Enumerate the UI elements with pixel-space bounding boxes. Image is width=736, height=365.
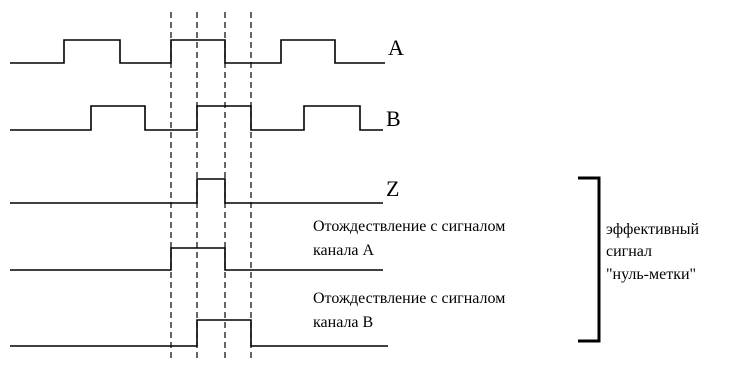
signal-a-waveform [10, 39, 385, 64]
bracket-label-line1: эффективный [606, 221, 700, 238]
signal-z-waveform [10, 178, 383, 204]
channel-b-note-line2: канала В [313, 314, 374, 331]
bracket-label-line3: "нуль-метки" [606, 266, 697, 283]
signal-b-waveform [10, 105, 383, 131]
signal-a-label: A [388, 35, 404, 60]
bracket-label-line2: сигнал [606, 243, 653, 260]
signal-z-label: Z [386, 176, 400, 201]
right-bracket [578, 176, 601, 343]
channel-b-note-line1: Отождествление с сигналом [313, 290, 506, 307]
gated-b-waveform [10, 319, 388, 347]
signal-b-label: B [386, 106, 401, 131]
channel-a-note-line2: канала А [313, 242, 375, 259]
gated-a-waveform [10, 247, 383, 271]
channel-a-note-line1: Отождествление с сигналом [313, 218, 506, 235]
